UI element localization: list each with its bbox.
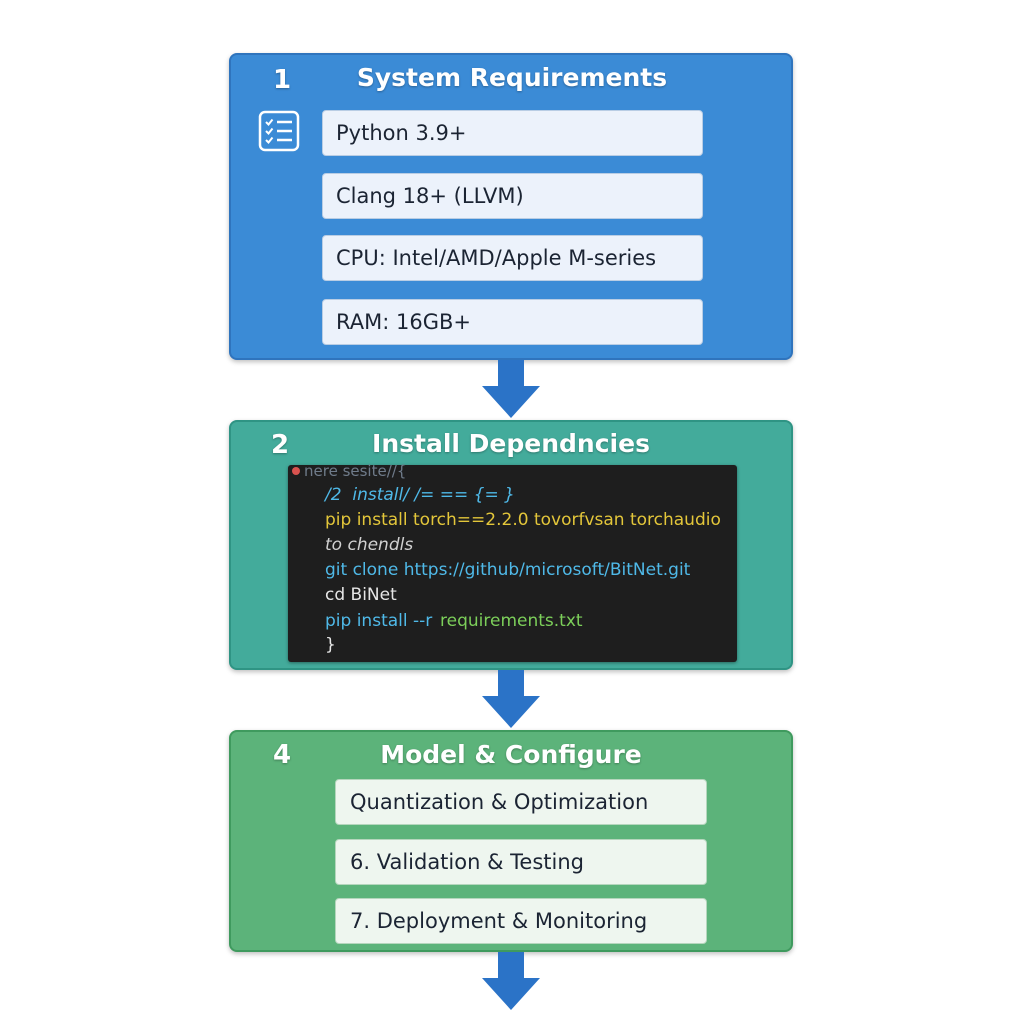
checklist-icon <box>258 110 300 152</box>
code-line: to chendls <box>325 535 414 555</box>
code-line: cd BiNet <box>325 585 397 605</box>
step-quantization: Quantization & Optimization <box>335 779 707 825</box>
install-dependencies-panel: 2 Install Dependncies nere sesite//{ /2 … <box>229 420 793 670</box>
step-validation: 6. Validation & Testing <box>335 839 707 885</box>
terminal-dot-icon <box>292 467 300 475</box>
panel-title: Install Dependncies <box>372 429 650 458</box>
code-line: /2 install/ /= == {= } <box>325 485 515 505</box>
down-arrow-icon <box>482 952 540 1010</box>
code-line: } <box>325 635 336 655</box>
step-number: 4 <box>273 740 292 770</box>
model-configure-panel: 4 Model & Configure Quantization & Optim… <box>229 730 793 952</box>
panel-title: Model & Configure <box>380 740 642 769</box>
code-line: nere sesite//{ <box>304 462 407 480</box>
code-line: git clone https://github/microsoft/BitNe… <box>325 560 691 580</box>
code-line: requirements.txt <box>440 611 583 631</box>
code-line: pip install --r <box>325 611 433 631</box>
requirement-ram: RAM: 16GB+ <box>322 299 703 345</box>
down-arrow-icon <box>482 670 540 728</box>
down-arrow-icon <box>482 360 540 418</box>
code-terminal: nere sesite//{ /2 install/ /= == {= } pi… <box>288 462 737 662</box>
system-requirements-panel: 1 System Requirements Python 3.9+ Clang … <box>229 53 793 360</box>
requirement-cpu: CPU: Intel/AMD/Apple M-series <box>322 235 703 281</box>
step-deployment: 7. Deployment & Monitoring <box>335 898 707 944</box>
step-number: 1 <box>273 65 292 95</box>
requirement-clang: Clang 18+ (LLVM) <box>322 173 703 219</box>
requirement-python: Python 3.9+ <box>322 110 703 156</box>
panel-title: System Requirements <box>356 63 668 92</box>
step-number: 2 <box>271 430 290 460</box>
code-line: pip install torch==2.2.0 tovorfvsan torc… <box>325 510 721 530</box>
